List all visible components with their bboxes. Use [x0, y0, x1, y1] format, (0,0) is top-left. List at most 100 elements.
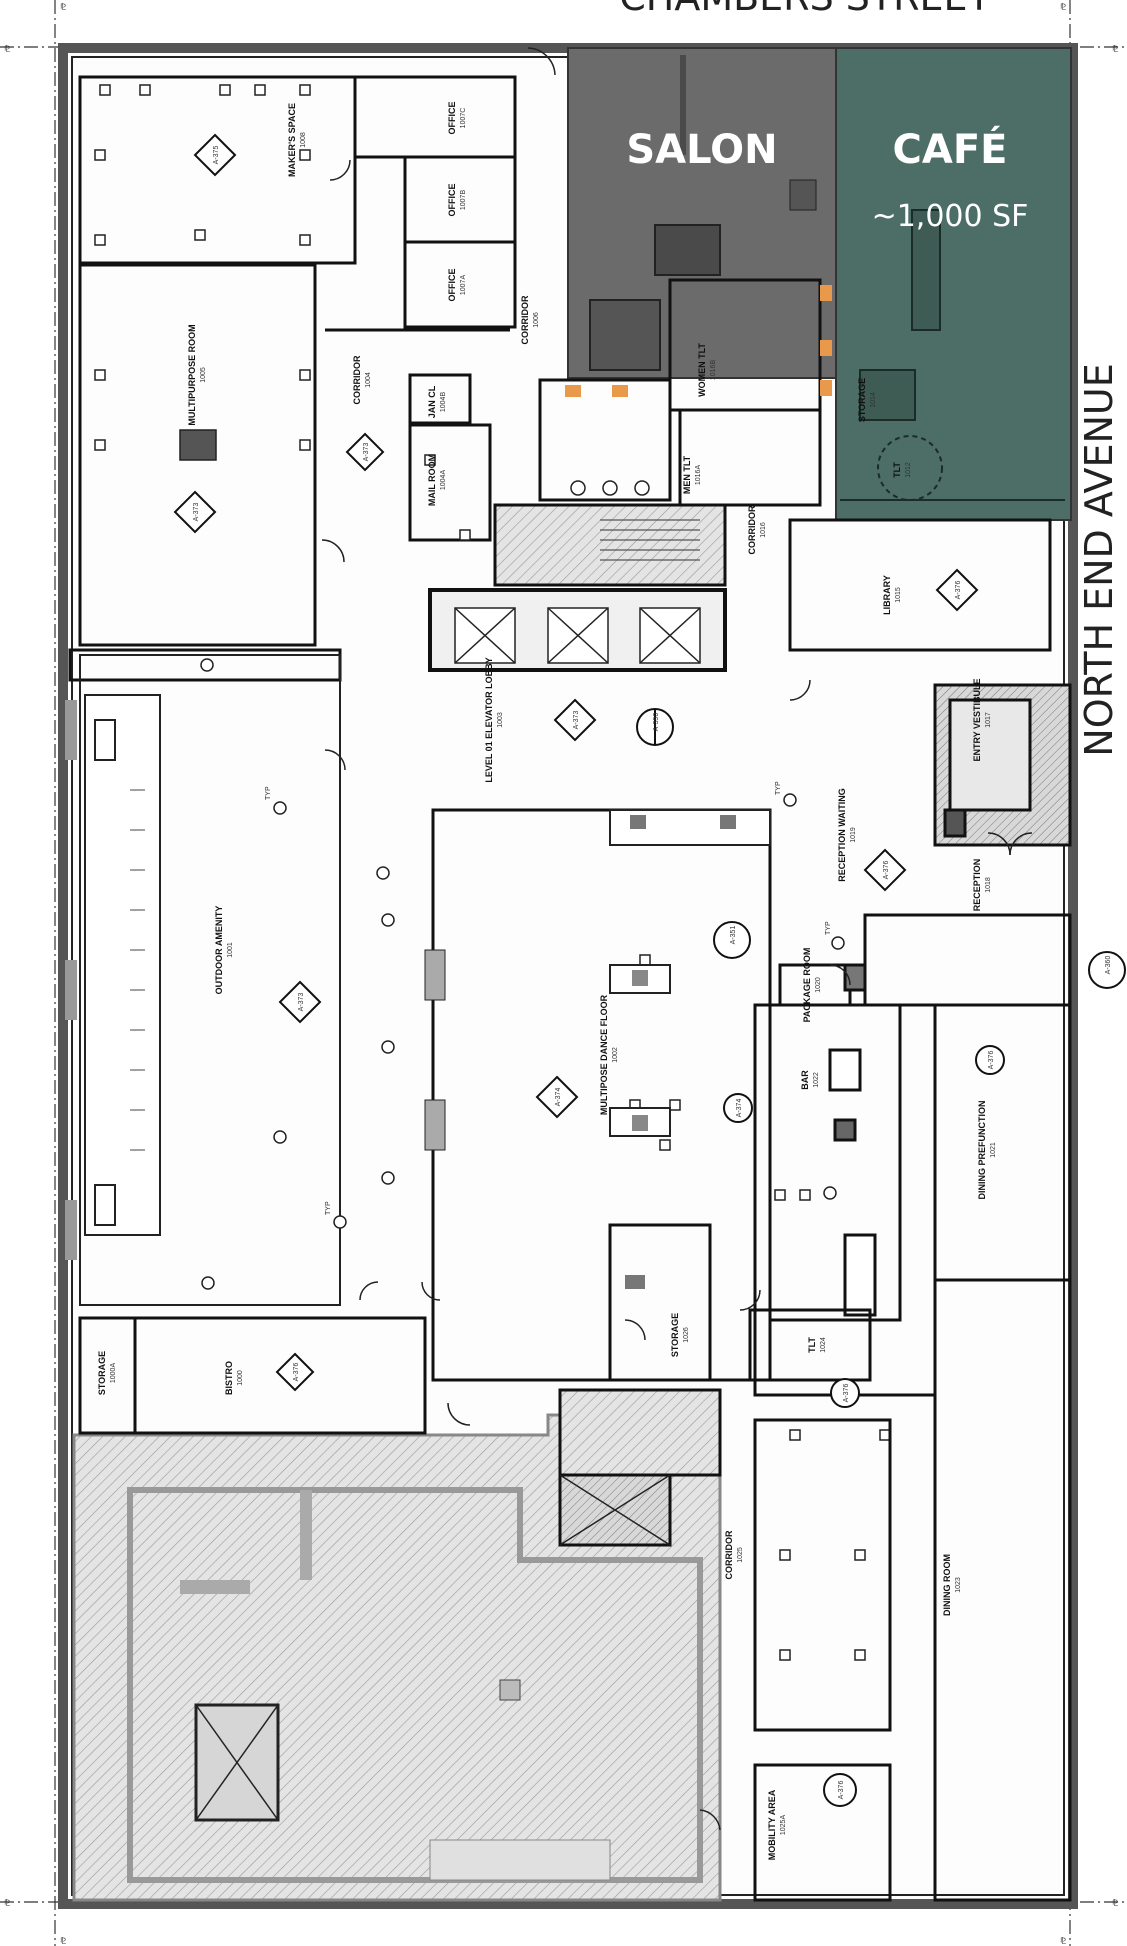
room-number: 1023 [955, 1577, 962, 1593]
cafe-area: CAFÉ ~1,000 SF [835, 47, 1072, 521]
room-name: MAIL ROOM [427, 454, 437, 506]
room-number: 1005 [200, 367, 207, 383]
typ-note: TYP [775, 781, 782, 795]
room-number: 1004B [440, 392, 447, 413]
room-number: 1018 [985, 877, 992, 893]
room-name: JAN CL [427, 385, 437, 418]
room-number: 1014 [870, 392, 877, 408]
room-name: OFFICE [447, 102, 457, 135]
callout-circles: A-390 A-351 A-360 A-374 A-376 A-376 A-37… [636, 708, 1126, 1807]
room-name: OFFICE [447, 184, 457, 217]
core [428, 278, 832, 672]
svg-text:⅊: ⅊ [1112, 44, 1118, 54]
room-name: DINING ROOM [942, 1554, 952, 1616]
room-name: STORAGE [857, 378, 867, 422]
salon-label: SALON [626, 127, 777, 173]
salon-area: SALON [567, 47, 837, 379]
street-label-right: NORTH END AVENUE [1077, 363, 1121, 756]
room-number: 1001 [227, 942, 234, 958]
typ-note: TYP [825, 921, 832, 935]
room-name: OFFICE [447, 269, 457, 302]
room-number: 1016 [760, 522, 767, 538]
room-number: 1021 [990, 1142, 997, 1158]
room-name: RECEPTION WAITING [837, 788, 847, 882]
svg-text:⅊: ⅊ [1060, 1936, 1066, 1946]
typ-note: TYP [325, 1201, 332, 1215]
room-number: 1007C [460, 108, 467, 129]
svg-text:⅊: ⅊ [60, 2, 66, 12]
bistro-area [78, 1316, 427, 1435]
room-name: STORAGE [670, 1313, 680, 1357]
room-name: MULTIPURPOSE ROOM [187, 324, 197, 425]
room-name: LEVEL 01 ELEVATOR LOBBY [484, 657, 494, 782]
cafe-label: CAFÉ [893, 125, 1008, 173]
svg-text:⅊: ⅊ [1112, 1898, 1118, 1908]
grid-markers: ⅊⅊ ⅊⅊ ⅊⅊ ⅊⅊ [4, 2, 1118, 1946]
doors [321, 47, 1033, 1831]
room-name: DINING PREFUNCTION [977, 1101, 987, 1200]
room-number: 1020 [815, 977, 822, 993]
callout-ref: A-360 [1105, 956, 1112, 975]
marker-ref: A-373 [363, 443, 370, 462]
room-name: PACKAGE ROOM [802, 948, 812, 1023]
svg-text:⅊: ⅊ [4, 1898, 10, 1908]
svg-text:⅊: ⅊ [60, 1936, 66, 1946]
room-name: MAKER'S SPACE [287, 103, 297, 177]
room-name: OUTDOOR AMENITY [214, 906, 224, 995]
room-name: BISTRO [224, 1361, 234, 1395]
room-number: 1002 [612, 1047, 619, 1063]
callout-ref: A-351 [730, 926, 737, 945]
room-name: CORRIDOR [724, 1530, 734, 1579]
marker-ref: A-373 [573, 711, 580, 730]
typ-note: TYP [265, 786, 272, 800]
street-label-top: CHAMBERS STREET [619, 0, 991, 19]
room-name: ENTRY VESTIBULE [972, 678, 982, 761]
room-number: 1016B [710, 360, 717, 381]
marker-ref: A-376 [293, 1363, 300, 1382]
room-number: 1025A [780, 1815, 787, 1836]
room-number: 1003 [497, 712, 504, 728]
callout-ref: A-376 [988, 1051, 995, 1070]
marker-ref: A-376 [955, 581, 962, 600]
callout-ref: A-374 [736, 1099, 743, 1118]
marker-ref: A-373 [193, 503, 200, 522]
light-fixtures [200, 658, 845, 1290]
room-number: 1007B [460, 190, 467, 211]
room-number: 1000 [237, 1370, 244, 1386]
room-name: CORRIDOR [352, 355, 362, 404]
room-name: TLT [892, 462, 902, 478]
section-markers: A-375 A-373 A-373 A-373 A-376 A-376 A-37… [173, 133, 979, 1392]
room-number: 1004 [365, 372, 372, 388]
room-number: 1019 [850, 827, 857, 843]
room-number: 1025 [737, 1547, 744, 1563]
room-name: CORRIDOR [520, 295, 530, 344]
room-name: MEN TLT [682, 455, 692, 494]
callout-ref: A-376 [843, 1384, 850, 1403]
upper-left-rooms [68, 75, 517, 682]
bar-area [748, 963, 902, 1382]
room-number: 1007A [460, 275, 467, 296]
cafe-area-size: ~1,000 SF [872, 199, 1029, 234]
room-number: 1012 [905, 462, 912, 478]
room-name: RECEPTION [972, 859, 982, 912]
room-name: MOBILITY AREA [767, 1789, 777, 1860]
marker-ref: A-374 [555, 1088, 562, 1107]
callout-ref: A-376 [838, 1781, 845, 1800]
room-number: 1006 [533, 312, 540, 328]
room-number: 1008 [300, 132, 307, 148]
room-number: 1015 [895, 587, 902, 603]
outdoor-amenity-area [65, 654, 341, 1306]
room-name: BAR [800, 1070, 810, 1090]
marker-ref: A-373 [298, 993, 305, 1012]
room-number: 1022 [813, 1072, 820, 1088]
typ-notes: TYP TYP TYP TYP [265, 781, 832, 1215]
room-name: WOMEN TLT [697, 343, 707, 397]
marker-ref: A-375 [213, 146, 220, 165]
marker-ref: A-376 [883, 861, 890, 880]
room-name: MULTIPOSE DANCE FLOOR [599, 994, 609, 1115]
room-name: STORAGE [97, 1351, 107, 1395]
room-name: LIBRARY [882, 575, 892, 615]
room-name: CORRIDOR [747, 505, 757, 554]
room-name: TLT [807, 1337, 817, 1353]
